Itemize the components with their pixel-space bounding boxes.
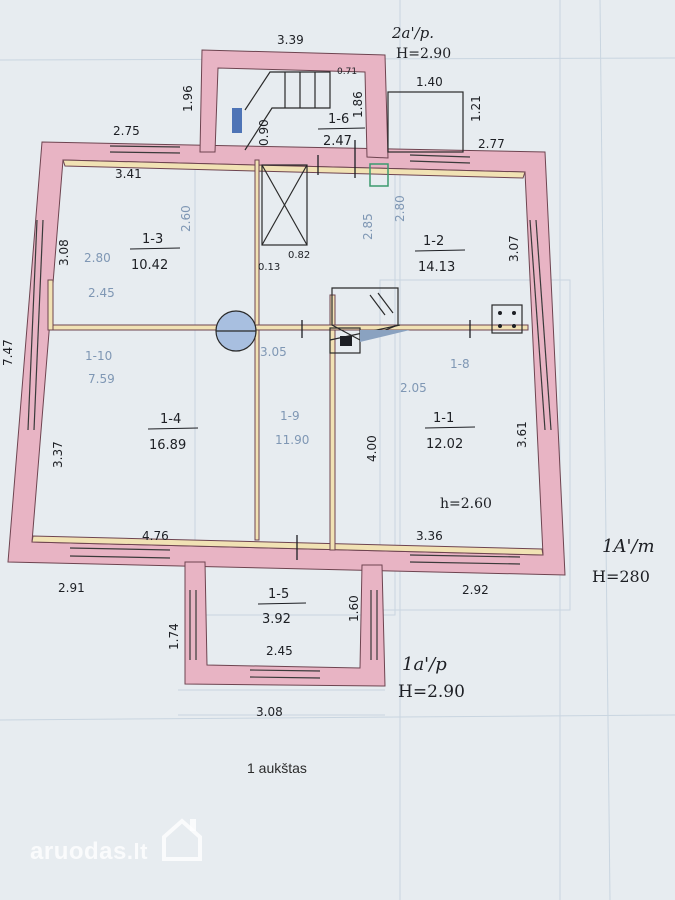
chimney-detail <box>232 108 410 346</box>
dim-mid-wall: 4.00 <box>365 435 379 462</box>
dim-porch-right: 1.60 <box>347 595 361 622</box>
room-1-2-id: 1-2 <box>423 234 444 249</box>
room-1-6-id: 1-6 <box>328 112 349 127</box>
dim-top-right-width: 1.40 <box>416 75 443 89</box>
svg-text:2.80: 2.80 <box>393 195 407 222</box>
dim-top-left: 2.75 <box>113 124 140 138</box>
room-labels: 1-1 12.02 1-2 14.13 1-3 10.42 1-4 16.89 … <box>129 112 476 627</box>
svg-text:2.60: 2.60 <box>179 205 193 232</box>
watermark-brand: aruodas <box>30 838 127 865</box>
right-height-label: H=280 <box>592 567 650 586</box>
dim-bottom-right-inner: 3.36 <box>416 529 443 543</box>
burner-dots <box>498 311 516 328</box>
dim-bottom-left-inner: 4.76 <box>142 529 169 543</box>
svg-text:1-9: 1-9 <box>280 409 300 423</box>
dim-left-upper: 3.08 <box>57 239 71 266</box>
dim-left-total: 7.47 <box>1 339 15 366</box>
dim-right-lower: 3.61 <box>515 421 529 448</box>
dim-porch-inner: 2.45 <box>266 644 293 658</box>
room-1-1-area: 12.02 <box>426 437 463 452</box>
dim-top-right-depth: 1.21 <box>469 95 483 122</box>
porch-height-label: H=2.90 <box>398 682 465 702</box>
room-1-6-area: 2.47 <box>323 134 352 149</box>
room-1-1-id: 1-1 <box>433 411 454 426</box>
dimension-labels: 3.39 1.96 0.71 0.90 1.86 1.40 1.21 2.75 … <box>1 33 529 719</box>
room-1-5-id: 1-5 <box>268 587 289 602</box>
porch-block-label: 1a'/p <box>402 654 447 675</box>
ticks <box>296 140 471 560</box>
svg-text:1-8: 1-8 <box>450 357 470 371</box>
dim-pantry-a: 0.13 <box>258 262 280 273</box>
dim-left-lower: 3.37 <box>51 441 65 468</box>
dim-porch-left: 1.74 <box>167 623 181 650</box>
windows <box>27 145 552 679</box>
dim-top-stair: 3.39 <box>277 33 304 47</box>
dim-pantry-b: 0.82 <box>288 250 310 261</box>
upper-height-label: H=2.90 <box>396 46 451 62</box>
svg-text:7.59: 7.59 <box>88 372 115 386</box>
right-block-label: 1A'/m <box>602 536 655 557</box>
dim-stair-inner-a: 0.90 <box>257 119 271 146</box>
dim-bottom-left-outer: 2.91 <box>58 581 85 595</box>
dim-room13-width: 3.41 <box>115 167 142 181</box>
outer-walls <box>7 49 566 687</box>
block-labels: 2a'/p. H=2.90 1A'/m H=280 1a'/p H=2.90 h… <box>391 24 655 702</box>
room-1-3-area: 10.42 <box>131 258 168 273</box>
room-1-3-id: 1-3 <box>142 232 163 247</box>
aruodas-watermark: aruodas.lt <box>30 838 148 866</box>
room-1-5-area: 3.92 <box>262 612 291 627</box>
dim-porch-outer: 3.08 <box>256 705 283 719</box>
room-1-4-id: 1-4 <box>160 412 181 427</box>
dim-top-right: 2.77 <box>478 137 505 151</box>
svg-text:2.45: 2.45 <box>88 286 115 300</box>
room-1-2-area: 14.13 <box>418 260 455 275</box>
room-height-label: h=2.60 <box>440 496 492 512</box>
svg-text:2.80: 2.80 <box>84 251 111 265</box>
svg-text:1-10: 1-10 <box>85 349 112 363</box>
upper-floor-label: 2a'/p. <box>391 24 434 42</box>
svg-text:2.05: 2.05 <box>400 381 427 395</box>
watermark-tld: .lt <box>126 839 148 864</box>
ghost-annotations: 2.80 2.45 1-10 7.59 1-9 11.90 3.05 2.60 … <box>84 195 470 447</box>
dim-bottom-right-outer: 2.92 <box>462 583 489 597</box>
dim-stair-small: 0.71 <box>337 67 357 77</box>
room-1-4-area: 16.89 <box>149 438 186 453</box>
dim-stair-side: 1.96 <box>181 85 195 112</box>
svg-text:11.90: 11.90 <box>275 433 309 447</box>
svg-text:2.85: 2.85 <box>361 213 375 240</box>
floor-caption: 1 aukštas <box>247 760 307 776</box>
svg-text:3.05: 3.05 <box>260 345 287 359</box>
inner-wall-fill <box>31 159 544 556</box>
dim-stair-inner-b: 1.86 <box>351 91 365 118</box>
house-logo-icon <box>162 818 202 861</box>
dim-right-upper: 3.07 <box>507 235 521 262</box>
